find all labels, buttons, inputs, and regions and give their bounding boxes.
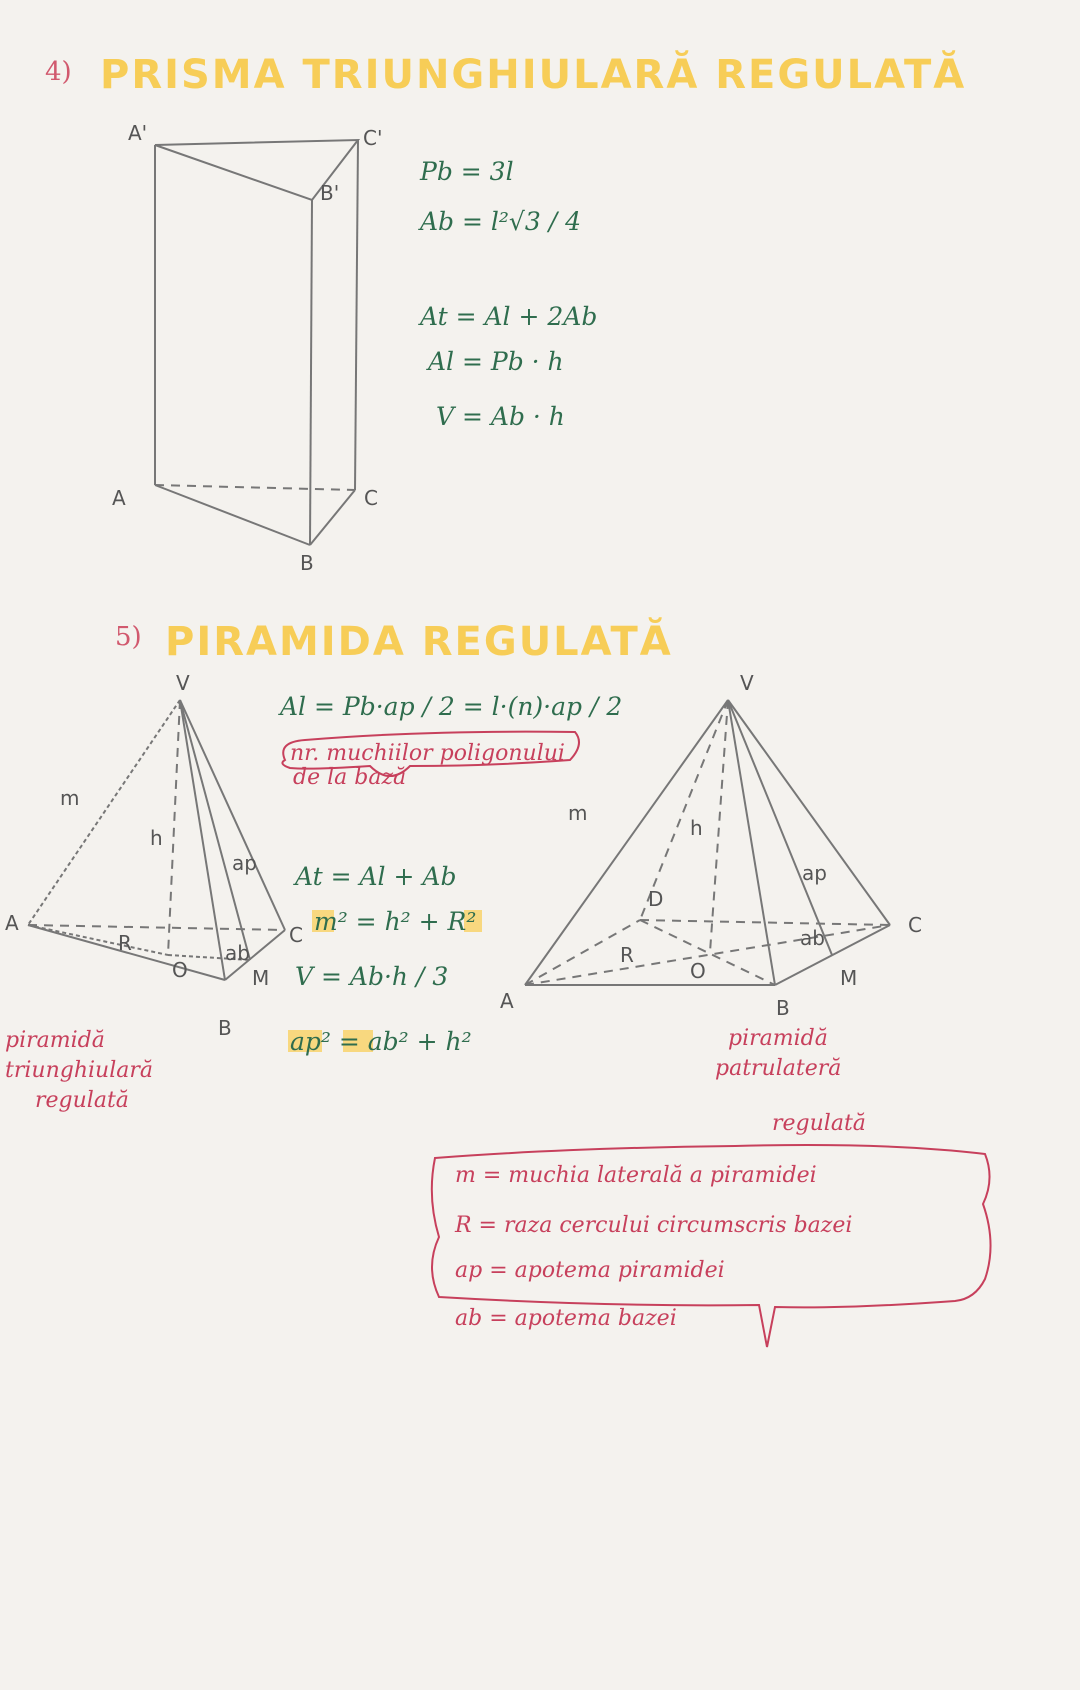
quadrilateral-pyramid-diagram: V A B C D O M m h ap R ab piramidă patru…: [500, 671, 922, 1136]
formula: At = Al + Ab: [293, 862, 456, 891]
caption: regulată: [772, 1111, 866, 1136]
vertex-label: O: [172, 958, 188, 982]
section-title: PIRAMIDA REGULATĂ: [165, 616, 673, 665]
pyramid-formulas: At = Al + Ab m² = h² + R² V = Ab·h / 3 a…: [288, 862, 482, 1056]
section-number: 5): [115, 622, 142, 652]
edge-label: m: [568, 801, 587, 825]
vertex-label: A: [5, 911, 19, 935]
edge-label: m: [60, 786, 79, 810]
vertex-label: V: [740, 671, 754, 695]
formula: Pb = 3l: [419, 157, 514, 186]
formula: ap² = ab² + h²: [290, 1027, 472, 1056]
legend-line: ap = apotema piramidei: [455, 1258, 725, 1283]
formula: V = Ab · h: [436, 402, 565, 431]
caption: piramidă: [728, 1026, 828, 1051]
vertex-label: B: [218, 1016, 232, 1040]
section-number: 4): [45, 57, 72, 87]
vertex-label: B: [776, 996, 790, 1020]
caption: triunghiulară: [5, 1058, 153, 1083]
legend-line: R = raza cercului circumscris bazei: [454, 1213, 852, 1238]
formula-lateral-area: Al = Pb·ap / 2 = l·(n)·ap / 2: [278, 692, 622, 721]
formula: V = Ab·h / 3: [295, 962, 448, 991]
section-title: PRISMA TRIUNGHIULARĂ REGULATĂ: [100, 49, 966, 98]
vertex-label: M: [252, 966, 269, 990]
edge-label: R: [118, 931, 132, 955]
vertex-label: C: [908, 913, 922, 937]
legend-line: ab = apotema bazei: [455, 1306, 677, 1331]
edge-label: h: [150, 826, 163, 850]
note-line: nr. muchiilor poligonului: [290, 741, 565, 766]
legend-cloud: m = muchia laterală a piramidei R = raza…: [430, 1144, 992, 1348]
edge-label: h: [690, 816, 703, 840]
formula: m² = h² + R²: [314, 907, 476, 936]
formula: At = Al + 2Ab: [418, 302, 597, 331]
edge-label: ap: [232, 851, 257, 875]
vertex-label: B: [300, 551, 314, 575]
triangular-pyramid-diagram: V A B C O M m h ap R ab piramidă triungh…: [5, 671, 303, 1113]
vertex-label: O: [690, 959, 706, 983]
legend-line: m = muchia laterală a piramidei: [455, 1163, 817, 1188]
vertex-label: C: [364, 486, 378, 510]
vertex-label: A: [112, 486, 126, 510]
caption: piramidă: [5, 1028, 105, 1053]
vertex-label: A': [128, 121, 147, 145]
formula: Ab = l²√3 / 4: [418, 207, 581, 236]
prism-formulas: Pb = 3l Ab = l²√3 / 4 At = Al + 2Ab Al =…: [418, 157, 597, 431]
triangular-prism-diagram: A' B' C' A B C: [112, 121, 382, 575]
vertex-label: A: [500, 989, 514, 1013]
vertex-label: C': [363, 126, 382, 150]
vertex-label: V: [176, 671, 190, 695]
caption: regulată: [35, 1088, 129, 1113]
vertex-label: B': [320, 181, 339, 205]
formula: Al = Pb · h: [426, 347, 564, 376]
vertex-label: D: [648, 887, 663, 911]
note-cloud-n: nr. muchiilor poligonului de la bază: [281, 730, 580, 790]
edge-label: ab: [225, 941, 250, 965]
vertex-label: M: [840, 966, 857, 990]
edge-label: ab: [800, 926, 825, 950]
edge-label: ap: [802, 861, 827, 885]
note-line: de la bază: [293, 765, 406, 790]
vertex-label: C: [289, 923, 303, 947]
caption: patrulateră: [715, 1056, 841, 1081]
edge-label: R: [620, 943, 634, 967]
